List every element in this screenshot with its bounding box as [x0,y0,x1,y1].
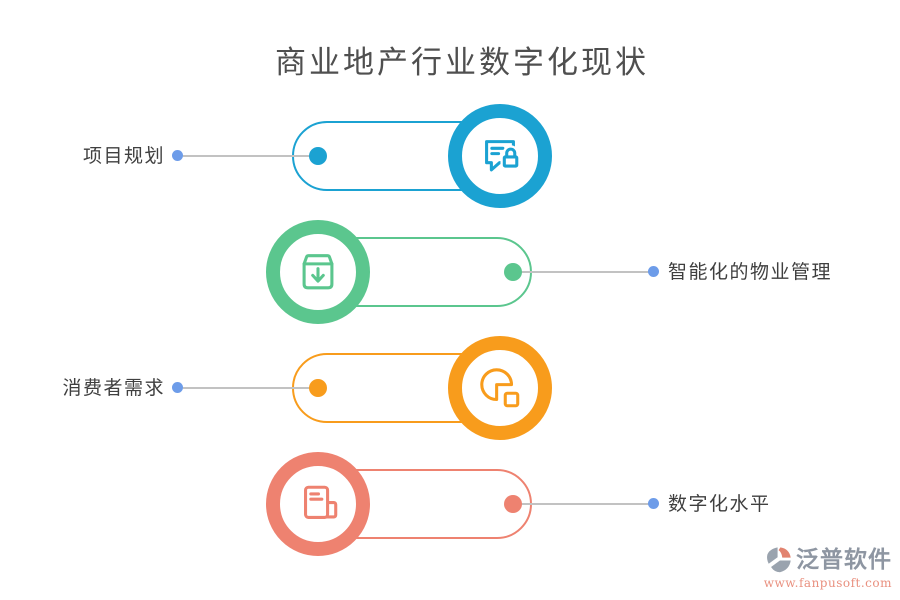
pie-chart-icon [480,368,520,408]
brand-url: www.fanpusoft.com [763,576,892,590]
row-label: 数字化水平 [668,493,771,515]
connector-line [521,503,649,505]
pill-dot [504,263,522,281]
connector-dot [172,382,183,393]
pill-dot [309,147,327,165]
connector-line [183,155,318,157]
connector-dot [648,498,659,509]
row-label: 消费者需求 [62,377,165,399]
row-label: 项目规划 [82,145,165,167]
pill-shape [292,353,548,423]
icon-badge [266,220,370,324]
icon-badge [266,452,370,556]
connector-line [521,271,649,273]
icon-badge [448,336,552,440]
pill-dot [504,495,522,513]
documents-icon [304,485,338,519]
pill-shape [270,469,532,539]
chat-message-lock-icon [485,140,521,172]
connector-dot [648,266,659,277]
page-title: 商业地产行业数字化现状 [275,45,649,81]
connector-line [183,387,318,389]
pill-shape [292,121,548,191]
archive-download-icon [302,254,334,290]
fanpu-logo-icon [767,547,791,573]
row-label: 智能化的物业管理 [668,261,833,283]
pill-shape [270,237,532,307]
icon-badge [448,104,552,208]
brand-watermark: 泛普软件 www.fanpusoft.com [763,545,892,591]
brand-name: 泛普软件 [796,546,892,573]
pill-dot [309,379,327,397]
connector-dot [172,150,183,161]
